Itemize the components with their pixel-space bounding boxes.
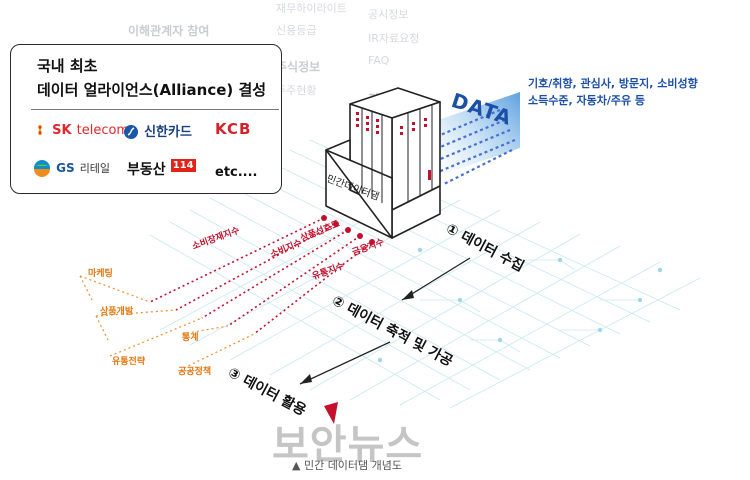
bg-menu-item: 주주현황 — [276, 84, 317, 97]
budongsan-number: 114 — [170, 159, 196, 172]
step-arrows — [299, 257, 471, 385]
gs-emblem-icon — [34, 159, 50, 177]
card-title-line2: 데이터 얼라이언스(Alliance) 결성 — [37, 81, 267, 99]
bg-menu-item: 신용등급 — [276, 24, 317, 37]
card-title-line1: 국내 최초 — [37, 57, 98, 75]
cursor-marker — [324, 402, 338, 424]
use-label-policy: 공공정책 — [178, 367, 212, 377]
use-label-distribution: 유통전략 — [112, 357, 146, 367]
bg-menu-item: 주식정보 — [276, 60, 321, 74]
etc-label: etc.... — [215, 165, 258, 180]
use-label-marketing: 마케팅 — [88, 269, 113, 279]
bg-menu-item: 이해관계자 참여 — [128, 24, 210, 38]
index-arrows — [149, 217, 373, 335]
use-label-stats: 통계 — [182, 333, 199, 343]
budongsan-114-logo: 부동산 114 — [127, 159, 196, 179]
bg-menu-item: 공시정보 — [368, 8, 409, 21]
sk-text: SK — [52, 123, 72, 138]
gs-retail-logo: GS 리테일 — [33, 157, 110, 177]
watermark: 보안뉴스 — [272, 422, 424, 468]
kcb-logo: KCB — [215, 119, 251, 138]
use-label-product: 상품개발 — [100, 307, 134, 317]
data-sources-line1: 기호/취향, 관심사, 방문지, 소비성향 — [528, 77, 698, 90]
budongsan-text: 부동산 — [127, 162, 166, 178]
sk-butterfly-icon — [38, 124, 42, 135]
incoming-data-lines — [437, 108, 516, 185]
retail-text: 리테일 — [79, 162, 111, 175]
kcb-text: KCB — [215, 120, 252, 138]
data-beam — [438, 92, 520, 176]
shinhan-text: 신한카드 — [144, 125, 192, 140]
sk-telecom-logo: SK telecom — [33, 119, 129, 138]
telecom-text: telecom — [76, 123, 130, 138]
bg-menu-item: 재무하이라이트 — [276, 2, 347, 15]
gs-text: GS — [56, 161, 75, 175]
bg-menu-item: FAQ — [368, 54, 390, 67]
data-dam — [325, 87, 441, 239]
card-divider — [31, 109, 279, 110]
shinhan-emblem-icon — [124, 124, 138, 139]
alliance-card: 국내 최초 데이터 얼라이언스(Alliance) 결성 SK telecom … — [10, 44, 282, 194]
step-arrowheads — [300, 290, 414, 384]
utilization-lines — [79, 275, 255, 369]
figure-caption: ▲ 민간 데이터댐 개념도 — [292, 459, 403, 472]
shinhan-card-logo: 신한카드 — [123, 121, 192, 140]
index-dots — [321, 215, 375, 245]
dam-server-slots — [356, 112, 431, 180]
bg-menu-item: IR자료요청 — [368, 32, 420, 45]
dam-slot-lines — [361, 104, 433, 203]
data-sources-line2: 소득수준, 자동차/주유 등 — [528, 94, 646, 107]
circuit-nodes — [377, 247, 663, 363]
